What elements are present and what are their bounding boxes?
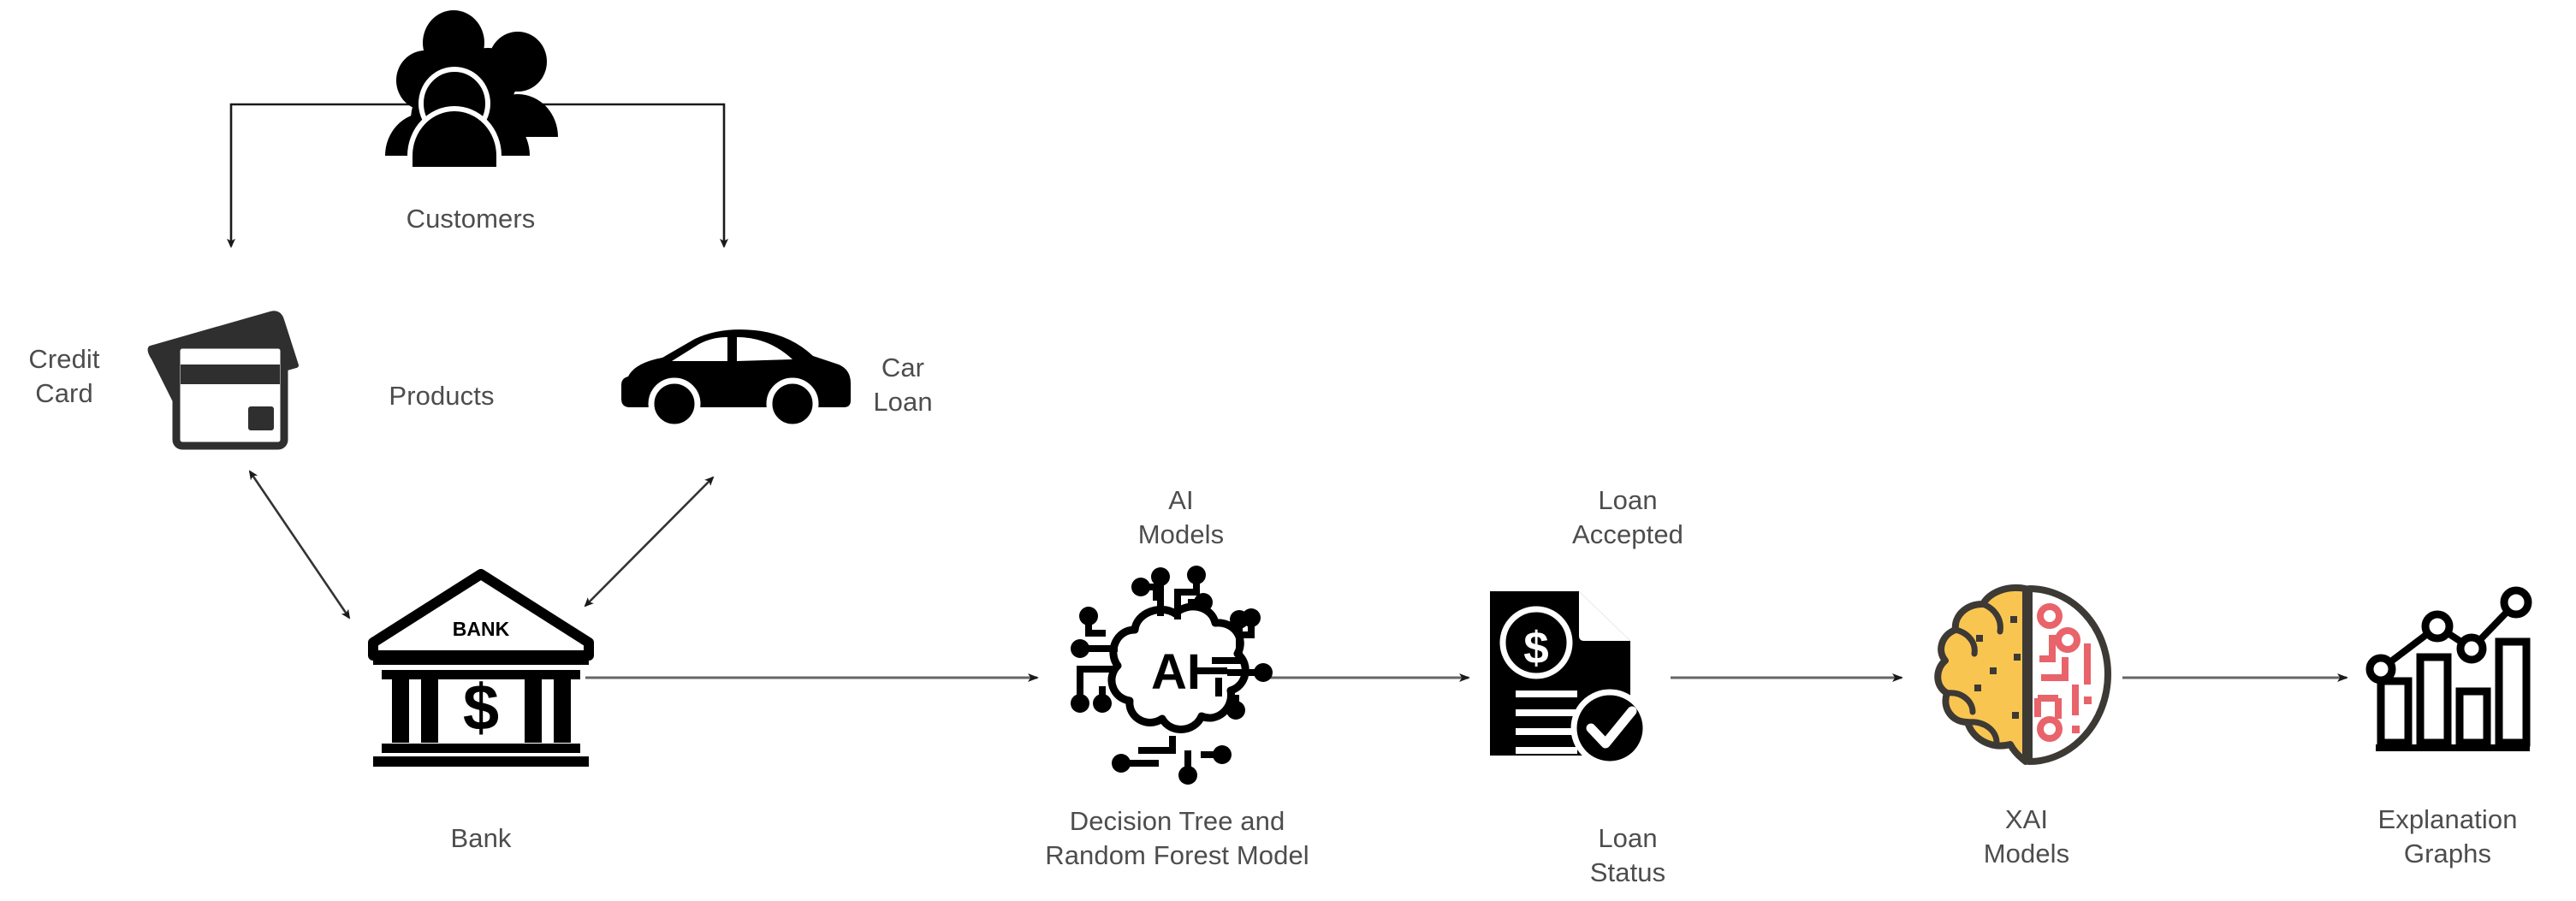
products-label: Products [389, 381, 495, 411]
ai-models-bottom-label: Decision Tree and Random Forest Model [1045, 806, 1309, 870]
ai-models-top-label: AI Models [1137, 485, 1225, 549]
edge-credit-card-to-bank [248, 470, 351, 619]
svg-text:$: $ [463, 672, 499, 744]
loan-status-label: Loan Status [1589, 823, 1666, 887]
svg-text:$: $ [1523, 623, 1548, 673]
car-loan-label: Car Loan [873, 353, 933, 417]
explanation-graphs-label: Explanation Graphs [2377, 804, 2518, 868]
svg-text:BANK: BANK [453, 618, 510, 640]
bar-chart-line-icon [2352, 566, 2544, 751]
car-icon [618, 325, 853, 436]
ai-chip-brain-icon: AI [1068, 566, 1282, 785]
split-brain-circuit-icon [1928, 582, 2127, 770]
loan-document-approved-icon: $ [1483, 584, 1659, 768]
credit-card-icon [144, 311, 315, 456]
customers-label: Customers [406, 204, 536, 234]
bank-building-icon: BANK $ [368, 567, 595, 768]
edge-car-loan-to-bank [584, 476, 715, 608]
loan-accepted-label: Loan Accepted [1571, 485, 1684, 549]
bank-label: Bank [450, 823, 512, 853]
credit-card-label: Credit Card [28, 344, 100, 408]
xai-models-label: XAI Models [1983, 804, 2070, 868]
group-of-people-icon [378, 7, 563, 172]
